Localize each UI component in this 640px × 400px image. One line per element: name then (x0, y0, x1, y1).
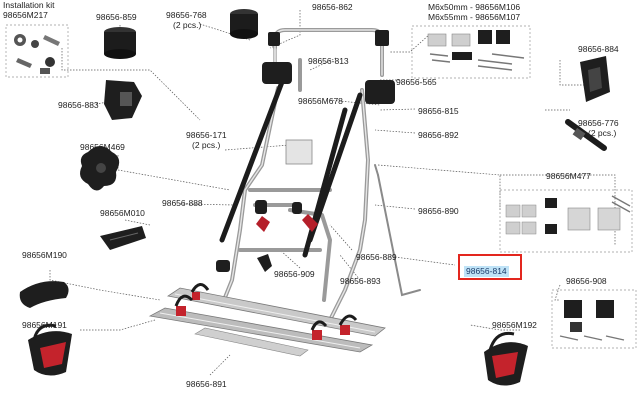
label-m678: 98656M678 (298, 96, 343, 106)
wheel-rails (148, 287, 386, 357)
part-m190-cradle (19, 281, 69, 308)
label-m192: 98656M192 (492, 320, 537, 330)
mount-plate (285, 139, 313, 165)
installation-kit-parts (5, 24, 69, 78)
label-p883: 98656-883 (58, 100, 99, 110)
label-p768-qty: (2 pcs.) (173, 20, 202, 30)
part-m106-screws (411, 25, 531, 79)
part-768-cap (230, 9, 258, 39)
label-p891: 98656-891 (186, 379, 227, 389)
label-m190: 98656M190 (22, 250, 67, 260)
rail-straps (174, 283, 358, 331)
part-776-strap (565, 119, 607, 151)
label-m6x50: M6x50mm - 98656M106 (428, 2, 521, 12)
label-p892: 98656-892 (418, 130, 459, 140)
rail-end-caps (176, 292, 350, 340)
part-m192-wheel-holder (484, 331, 528, 386)
label-p565: 98656-565 (396, 77, 437, 87)
label-m469: 98656M469 (80, 142, 125, 152)
label-p768: 98656-768 (166, 10, 207, 20)
label-p862: 98656-862 (312, 2, 353, 12)
label-m191: 98656M191 (22, 320, 67, 330)
part-859-cap (104, 27, 136, 59)
label-p776-qty: (2 pcs.) (588, 128, 617, 138)
label-installation-kit: Installation kit (3, 0, 55, 10)
label-p776: 98656-776 (578, 118, 619, 128)
bike-holders (216, 200, 318, 272)
label-p815: 98656-815 (418, 106, 459, 116)
label-p889: 98656-889 (356, 252, 397, 262)
label-p888: 98656-888 (162, 198, 203, 208)
label-p859: 98656-859 (96, 12, 137, 22)
support-leg (374, 164, 421, 297)
label-p908: 98656-908 (566, 276, 607, 286)
label-m010: 98656M010 (100, 208, 145, 218)
top-clamps (262, 30, 395, 104)
label-m477: 98656M477 (546, 171, 591, 181)
label-p171: 98656-171 (186, 130, 227, 140)
label-m6x55: M6x55mm - 98656M107 (428, 12, 521, 22)
label-p893: 98656-893 (340, 276, 381, 286)
part-883-clamp (104, 80, 142, 120)
label-p813: 98656-813 (308, 56, 349, 66)
part-908-mount (551, 289, 637, 349)
label-p884: 98656-884 (578, 44, 619, 54)
label-p171-qty: (2 pcs.) (192, 140, 221, 150)
part-m469-knob (80, 146, 120, 191)
highlighted-part-text: 98656-814 (464, 266, 509, 277)
straps (219, 79, 363, 258)
part-m010-holder (100, 226, 146, 250)
part-m477-plates (499, 189, 633, 253)
part-m191-wheel-holder (28, 323, 72, 376)
label-p909: 98656-909 (274, 269, 315, 279)
highlighted-part-label[interactable]: 98656-814 (458, 254, 522, 280)
label-p890: 98656-890 (418, 206, 459, 216)
part-884-holder (580, 56, 610, 102)
label-kit-code: 98656M217 (3, 10, 48, 20)
